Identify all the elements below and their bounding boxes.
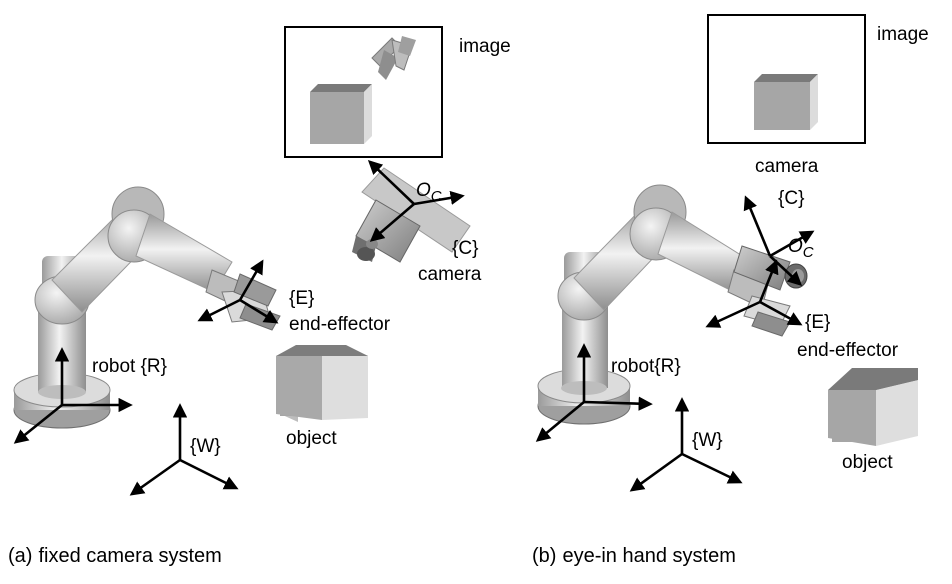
panel-a-fixed-camera: image OC {C} camera {E} end-effector rob…: [8, 26, 511, 567]
robot-label-b: robot{R}: [611, 356, 681, 377]
robot-frame-axes-a: [13, 347, 133, 444]
endeffector-label-a: end-effector: [289, 314, 391, 335]
robot-label-a: robot {R}: [92, 356, 167, 377]
image-label-a: image: [459, 36, 511, 57]
world-label-b: {W}: [692, 430, 723, 451]
object-cube-b: [828, 368, 918, 446]
endeffector-frame-axes-b: [705, 259, 803, 328]
caption-a: (a)fixed camera system: [8, 545, 222, 567]
origin-label-b: OC: [788, 236, 814, 261]
origin-label-a: OC: [416, 180, 442, 205]
endeffector-label-b: end-effector: [797, 340, 899, 361]
endeffector-frame-axes-a: [197, 259, 279, 324]
image-frame-b: [707, 14, 866, 144]
camera-frame-axes-a: [367, 160, 465, 242]
camera-label-a: camera: [418, 264, 482, 285]
endeffector-frame-label-a: {E}: [289, 288, 314, 309]
camera-a: [352, 167, 471, 263]
object-label-b: object: [842, 452, 893, 473]
image-frame-a: [284, 26, 443, 158]
robot-arm-b: [537, 184, 808, 425]
image-label-b: image: [877, 24, 929, 45]
camera-frame-label-b: {C}: [778, 188, 804, 209]
world-frame-axes-a: [129, 403, 239, 496]
camera-frame-label-a: {C}: [452, 238, 478, 259]
world-label-a: {W}: [190, 436, 221, 457]
caption-b: (b)eye-in hand system: [532, 545, 736, 567]
robot-frame-axes-b: [535, 343, 653, 442]
object-label-a: object: [286, 428, 337, 449]
camera-label-b: camera: [755, 156, 819, 177]
panel-b-eye-in-hand: image camera {C} OC {E} end-effector rob…: [532, 14, 929, 567]
robot-arm-a: [13, 186, 281, 429]
endeffector-frame-label-b: {E}: [805, 312, 830, 333]
object-cube-a: [276, 345, 368, 422]
world-frame-axes-b: [629, 397, 743, 492]
